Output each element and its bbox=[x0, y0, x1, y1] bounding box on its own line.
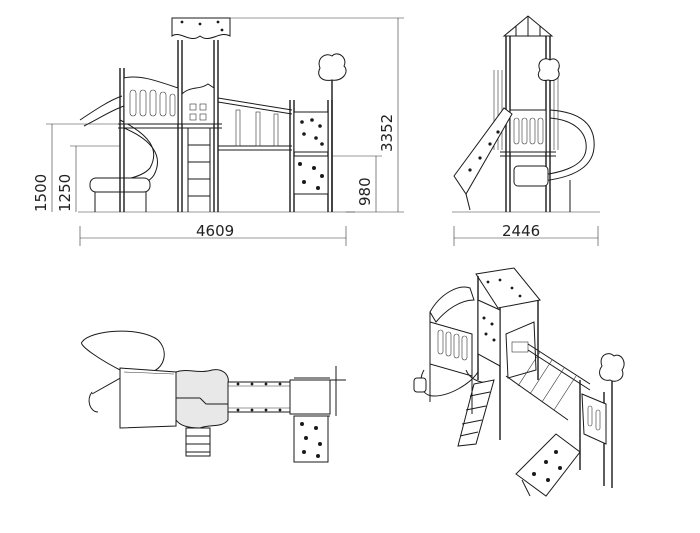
side-slide bbox=[513, 109, 595, 212]
front-bridge bbox=[217, 97, 293, 151]
plan-slide bbox=[81, 330, 165, 413]
plan-platform bbox=[175, 369, 229, 429]
front-tree-pole bbox=[318, 53, 347, 212]
front-ladder bbox=[187, 128, 211, 212]
iso-slide bbox=[413, 369, 495, 397]
roof-sign bbox=[171, 17, 231, 40]
dim-height-1500: 1500 bbox=[32, 174, 50, 212]
iso-tower-right bbox=[579, 353, 625, 488]
dim-side-width: 2446 bbox=[502, 222, 540, 240]
top-plan bbox=[81, 330, 346, 463]
dim-front-width: 4609 bbox=[196, 222, 234, 240]
isometric-view bbox=[413, 267, 625, 497]
front-elevation: 4609 3352 1500 1250 980 bbox=[32, 17, 404, 246]
dim-height-1250: 1250 bbox=[56, 174, 74, 212]
plan-climb-wall bbox=[293, 415, 329, 463]
side-roof bbox=[502, 15, 554, 37]
side-elevation: 2446 bbox=[452, 15, 600, 246]
plan-tower-right bbox=[289, 366, 346, 417]
plan-ladder bbox=[185, 427, 211, 457]
side-ramp bbox=[453, 107, 513, 211]
iso-climb-ramp bbox=[515, 433, 581, 497]
iso-panel-center bbox=[477, 299, 537, 379]
dim-height-980: 980 bbox=[356, 177, 374, 206]
side-panel bbox=[500, 109, 556, 157]
front-tower-right bbox=[289, 100, 333, 212]
iso-ladder bbox=[457, 379, 495, 447]
plan-bridge bbox=[227, 381, 291, 413]
dim-total-height: 3352 bbox=[378, 114, 396, 152]
iso-panel-left bbox=[429, 321, 473, 377]
side-tree bbox=[537, 58, 560, 81]
front-panel-center bbox=[181, 83, 215, 125]
plan-deck bbox=[119, 367, 177, 429]
